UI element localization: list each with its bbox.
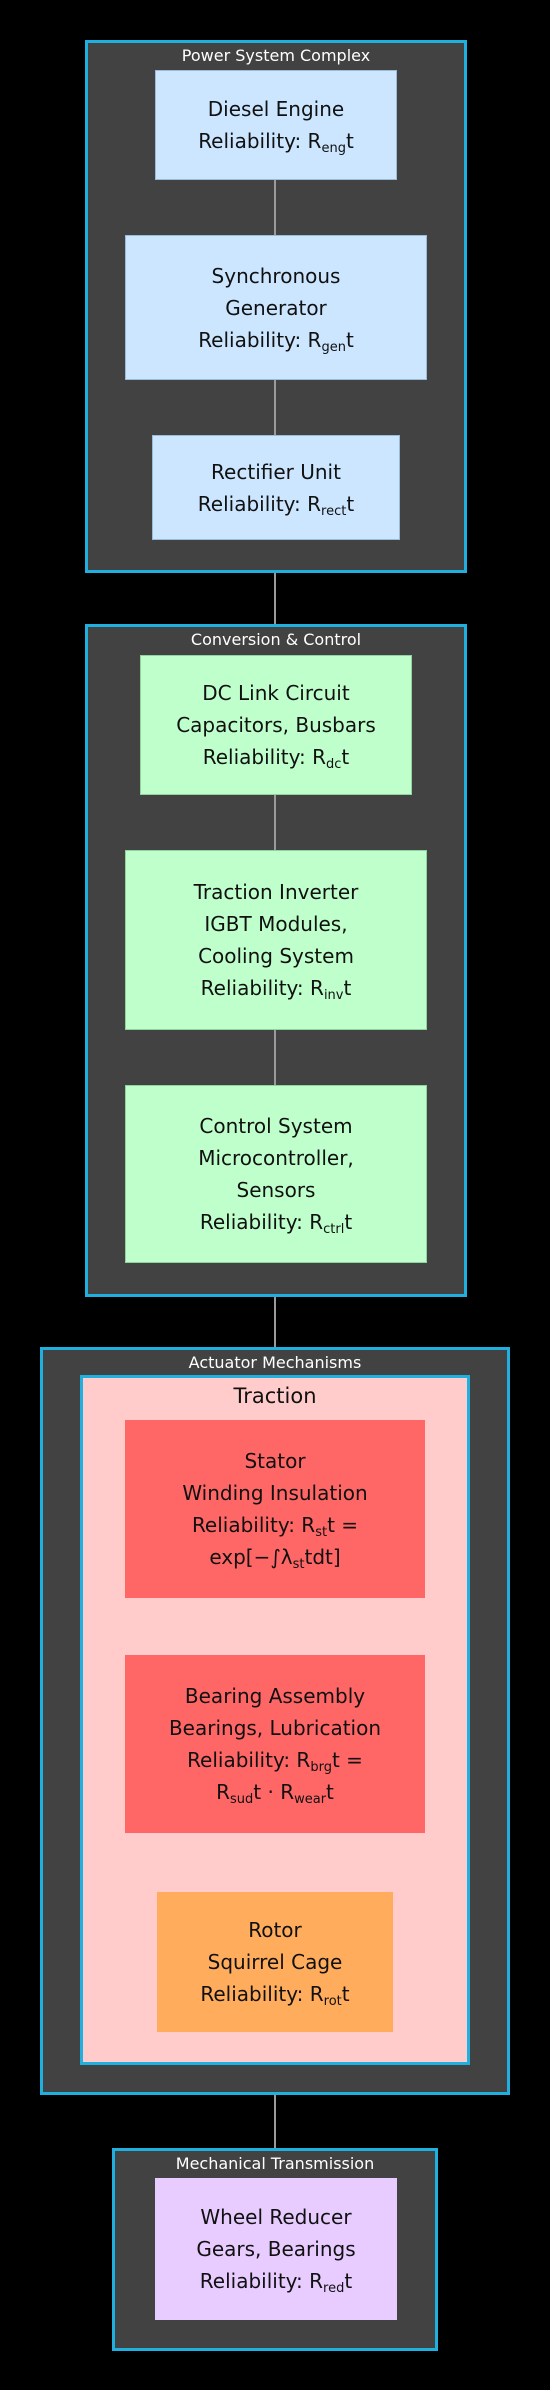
node-control-system: Control System Microcontroller, Sensors … <box>125 1085 427 1263</box>
edge-generator-to-rectifier <box>274 380 276 435</box>
reliability-label: Reliability: Rdct <box>202 745 350 772</box>
node-rotor: Rotor Squirrel Cage Reliability: Rrott <box>157 1892 393 2032</box>
reliability-label: Reliability: Rrectt <box>197 491 355 519</box>
edge-diesel-to-generator <box>274 180 276 235</box>
group-title: Actuator Mechanisms <box>188 1353 362 1372</box>
edge-power-to-conversion <box>274 540 276 626</box>
edge-actuator-to-mechanical <box>274 2093 276 2179</box>
reliability-formula: Rsudt · Rweart <box>216 1780 334 1807</box>
node-diesel-engine: Diesel Engine Reliability: Rengt <box>155 70 397 180</box>
subgroup-title: Traction <box>233 1384 317 1408</box>
edge-conversion-to-actuator <box>274 1264 276 1350</box>
reliability-label: Reliability: Rctrlt <box>199 1210 353 1237</box>
reliability-label: Reliability: Rstt = <box>191 1513 359 1540</box>
reliability-label: Reliability: Rbrgt = <box>187 1748 363 1775</box>
node-stator: Stator Winding Insulation Reliability: R… <box>125 1420 425 1598</box>
reliability-label: Reliability: Rredt <box>199 2269 353 2296</box>
node-traction-inverter: Traction Inverter IGBT Modules, Cooling … <box>125 850 427 1030</box>
reliability-label: Reliability: Rrott <box>200 1982 350 2009</box>
node-dc-link-circuit: DC Link Circuit Capacitors, Busbars Reli… <box>140 655 412 795</box>
reliability-label: Reliability: Rengt <box>198 129 354 156</box>
reliability-label: Reliability: Rgent <box>198 327 354 355</box>
group-title: Conversion & Control <box>190 630 362 649</box>
node-wheel-reducer: Wheel Reducer Gears, Bearings Reliabilit… <box>155 2178 397 2320</box>
edge-dc-link-to-inverter <box>274 795 276 850</box>
node-bearing-assembly: Bearing Assembly Bearings, Lubrication R… <box>125 1655 425 1833</box>
node-rectifier-unit: Rectifier Unit Reliability: Rrectt <box>152 435 400 540</box>
edge-inverter-to-control <box>274 1030 276 1085</box>
group-title: Power System Complex <box>181 46 371 65</box>
node-synchronous-generator: Synchronous Generator Reliability: Rgent <box>125 235 427 380</box>
group-title: Mechanical Transmission <box>175 2154 375 2173</box>
reliability-formula: exp[−∫λsttdt] <box>209 1545 341 1572</box>
reliability-label: Reliability: Rinvt <box>200 976 352 1003</box>
